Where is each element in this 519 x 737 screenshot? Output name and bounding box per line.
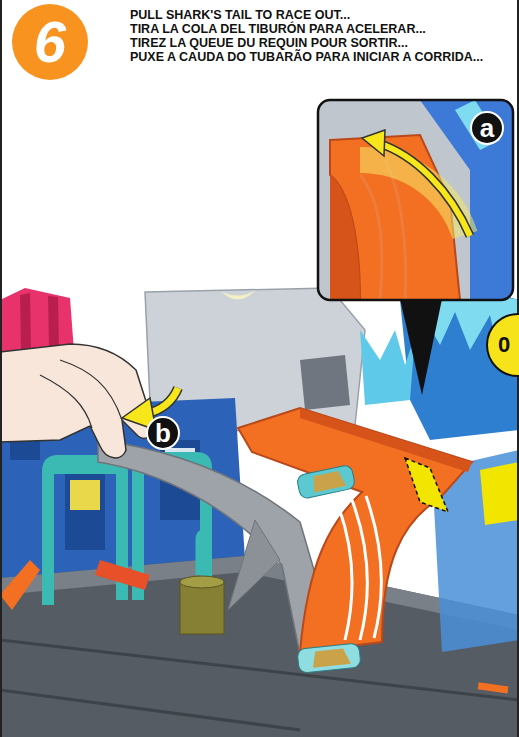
step-number: 6 <box>12 4 88 80</box>
callout-letter: b <box>146 416 180 450</box>
instruction-text: TIREZ LA QUEUE DU REQUIN POUR SORTIR... <box>130 36 510 50</box>
instruction-text: PULL SHARK'S TAIL TO RACE OUT... <box>130 8 510 22</box>
instruction-text: TIRA LA COLA DEL TIBURÓN PARA ACELERAR..… <box>130 22 510 36</box>
node-text: 6 <box>34 13 66 71</box>
circle-shape <box>487 314 519 376</box>
callout-letter: a <box>470 111 504 145</box>
instruction-text: PUXE A CAUDA DO TUBARÃO PARA INICIAR A C… <box>130 50 490 64</box>
circle-shape <box>147 417 179 449</box>
node-text: a <box>480 115 494 141</box>
node-text: b <box>155 420 171 446</box>
circle-shape <box>471 112 503 144</box>
circle-shape <box>12 4 88 80</box>
counter-badge: 0 <box>486 313 519 377</box>
node-text: 0 <box>498 334 510 356</box>
